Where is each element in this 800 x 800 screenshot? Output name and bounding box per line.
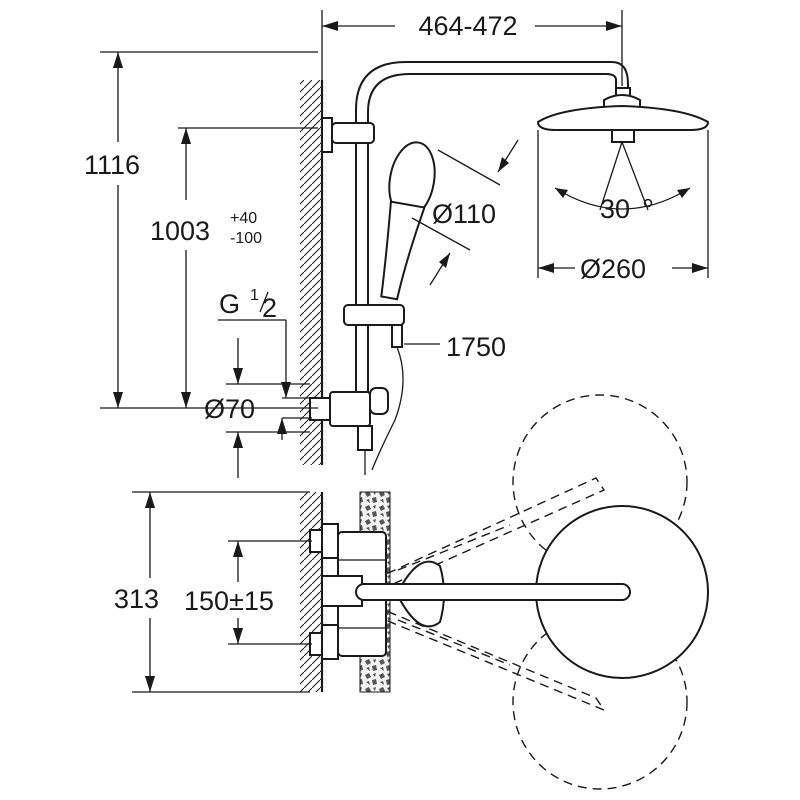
top-view: 313 150±15: [114, 394, 709, 790]
degree-symbol: [643, 198, 653, 208]
dimension-lines-front: [100, 10, 708, 478]
dim-inlet-spacing-label: 150±15: [184, 586, 274, 616]
dim-hand-shower-label: Ø110: [432, 199, 496, 229]
dim-outlet-height-label: 1003: [150, 216, 210, 246]
hand-shower: [343, 141, 436, 471]
mixer-top: [309, 523, 387, 660]
dim-wall-depth-label: 313: [114, 584, 159, 614]
dim-hose-length-label: 1750: [446, 332, 506, 362]
dim-outlet-tol-plus: +40: [230, 210, 257, 227]
head-shower-top: [355, 505, 709, 679]
dim-outlet-tol-minus: -100: [230, 230, 262, 247]
thread-num-label: 1: [250, 287, 259, 304]
thread-g-label: G: [219, 289, 240, 319]
head-shower: [536, 87, 710, 278]
dim-tilt-angle-label: 30: [600, 194, 630, 224]
dim-width-label: 464-472: [418, 11, 517, 41]
mixer-front: [309, 387, 389, 475]
dim-total-height-label: 1116: [84, 150, 140, 180]
thread-den-label: 2: [262, 293, 277, 323]
dim-head-shower-label: Ø260: [580, 254, 646, 284]
dim-flange-label: Ø70: [204, 394, 255, 424]
front-view: 464-472 1116 1003 +40 -100 G 1 2 Ø70 Ø11…: [84, 10, 710, 478]
dimension-lines-top: [132, 491, 312, 693]
